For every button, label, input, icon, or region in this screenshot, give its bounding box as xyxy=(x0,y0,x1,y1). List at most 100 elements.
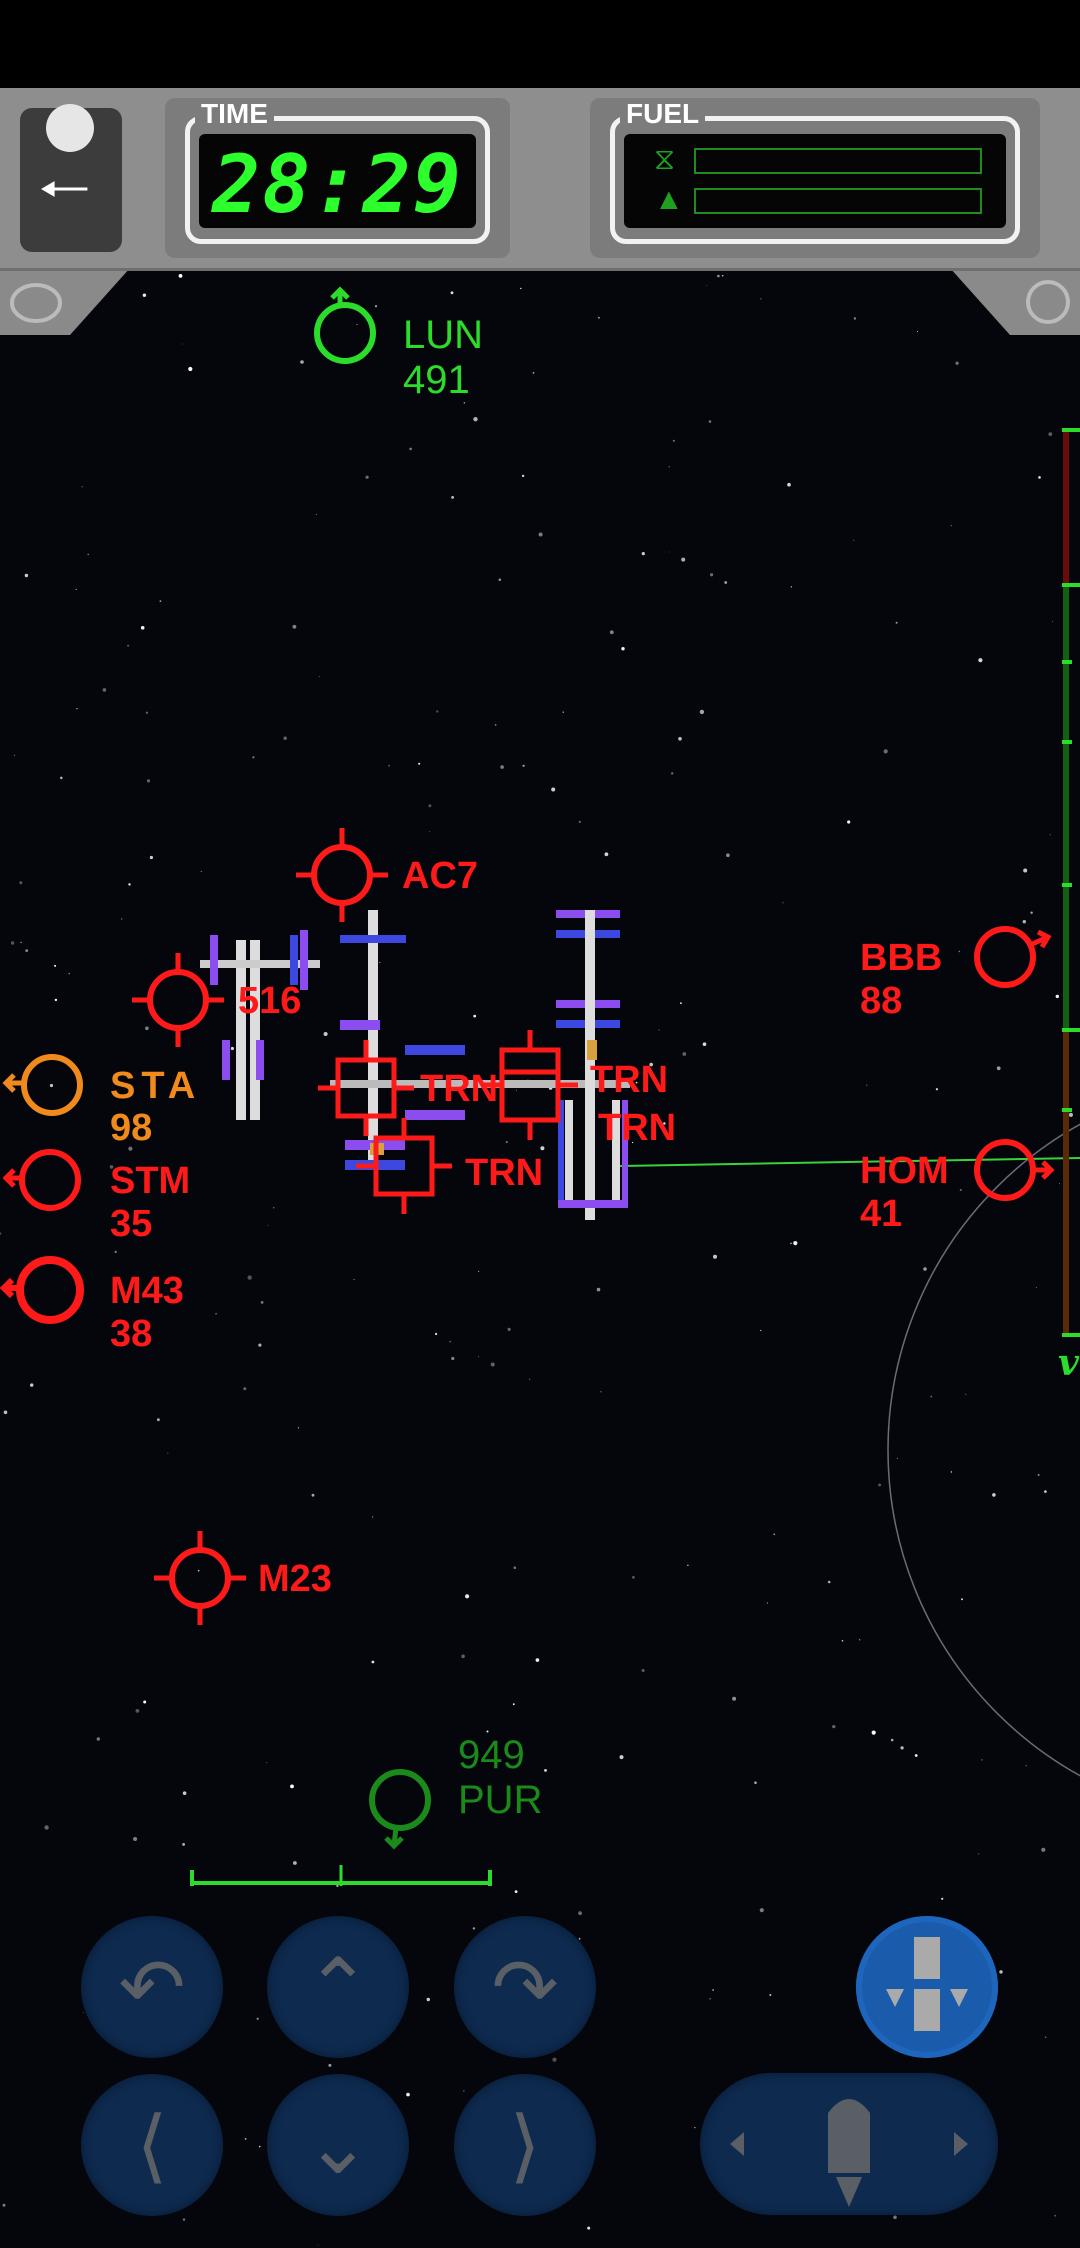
star xyxy=(297,1427,300,1429)
target-name: TRN xyxy=(598,1107,676,1149)
star xyxy=(709,1998,711,2000)
star xyxy=(578,1911,582,1916)
target-distance: 88 xyxy=(860,980,902,1022)
space-station-left xyxy=(200,930,320,1120)
crosshair-icon[interactable] xyxy=(1026,280,1070,324)
star xyxy=(375,305,377,308)
target-name: AC7 xyxy=(402,855,478,897)
translation-mode-button[interactable] xyxy=(856,1916,998,2058)
star xyxy=(498,578,502,581)
target-marker-sta[interactable]: STA 98 xyxy=(2,1054,201,1149)
pitch-up-button[interactable]: ⌃ xyxy=(267,1916,409,2058)
star xyxy=(981,1759,983,1761)
star xyxy=(260,1301,264,1304)
star xyxy=(663,1122,666,1125)
star xyxy=(181,343,183,345)
target-name: PUR xyxy=(458,1778,542,1822)
star xyxy=(621,647,625,651)
roll-left-button[interactable]: ↶ xyxy=(81,1916,223,2058)
target-marker-m43[interactable]: M43 38 xyxy=(0,1256,184,1355)
star xyxy=(721,274,724,277)
star xyxy=(133,1837,138,1841)
star xyxy=(710,573,714,577)
gauge-label: v xyxy=(1058,1342,1080,1384)
target-marker-ac7[interactable]: AC7 xyxy=(296,828,478,922)
target-marker-trn-1[interactable]: TRN xyxy=(318,1040,498,1136)
target-marker-hom[interactable]: HOM 41 xyxy=(860,1139,1055,1235)
target-marker-m23[interactable]: M23 xyxy=(154,1531,332,1625)
target-marker-lun[interactable]: LUN 491 xyxy=(314,286,483,402)
target-distance: 491 xyxy=(403,358,470,402)
star xyxy=(619,1755,624,1760)
target-marker-pur[interactable]: 949 PUR xyxy=(369,1733,542,1850)
star xyxy=(1038,476,1041,479)
star xyxy=(1022,920,1026,924)
star xyxy=(157,1418,160,1422)
star xyxy=(1052,620,1054,623)
target-reticle-icon xyxy=(974,926,1036,988)
star xyxy=(521,474,525,478)
star xyxy=(694,2127,696,2129)
chevron-up-icon: ⌃ xyxy=(304,1942,372,2032)
star xyxy=(25,949,29,952)
star xyxy=(449,1340,452,1343)
star xyxy=(859,1639,861,1641)
star xyxy=(1030,911,1033,914)
star xyxy=(256,2017,259,2021)
star xyxy=(529,1378,531,1380)
target-distance: 38 xyxy=(110,1313,152,1355)
target-marker-trn-2[interactable]: TRN xyxy=(482,1030,668,1140)
star xyxy=(766,1602,768,1604)
star xyxy=(827,1580,831,1584)
target-marker-bbb[interactable]: BBB 88 xyxy=(860,926,1052,1022)
star xyxy=(853,539,855,541)
star xyxy=(871,1730,876,1735)
star xyxy=(182,2218,186,2221)
roll-right-button[interactable]: ↷ xyxy=(454,1916,596,2058)
target-name: STM xyxy=(110,1160,190,1202)
star xyxy=(200,870,202,872)
target-reticle-icon xyxy=(369,1769,431,1831)
star xyxy=(317,2244,319,2246)
chevron-right-icon: ⟩ xyxy=(509,2100,541,2190)
star xyxy=(878,1483,881,1487)
star xyxy=(717,274,720,278)
star xyxy=(535,1658,540,1662)
star xyxy=(635,1081,638,1084)
star xyxy=(230,1046,234,1051)
thrust-slider[interactable] xyxy=(700,2073,998,2215)
target-reticle-icon xyxy=(314,302,376,364)
back-button[interactable]: 🠐 xyxy=(20,104,122,252)
star xyxy=(832,1725,836,1729)
target-marker-stm[interactable]: STM 35 xyxy=(2,1149,190,1245)
star xyxy=(713,1254,717,1259)
space-station-right xyxy=(556,910,628,1220)
star xyxy=(702,1042,707,1046)
main-fuel-bar xyxy=(694,188,982,214)
star xyxy=(678,737,682,741)
target-marker-trn-3[interactable]: TRN xyxy=(598,1107,676,1149)
yaw-left-button[interactable]: ⟨ xyxy=(81,2074,223,2216)
target-toggle-panel xyxy=(950,268,1080,335)
target-name: M23 xyxy=(258,1558,332,1600)
star xyxy=(978,1853,980,1855)
star xyxy=(140,626,145,630)
yaw-right-button[interactable]: ⟩ xyxy=(454,2074,596,2216)
star xyxy=(841,1640,844,1642)
eye-icon[interactable] xyxy=(10,283,62,323)
target-marker-516[interactable]: 516 xyxy=(132,953,301,1047)
star xyxy=(463,2090,465,2092)
star xyxy=(49,1083,54,1088)
star xyxy=(658,1029,660,1031)
star xyxy=(883,749,888,754)
star xyxy=(267,1224,269,1226)
star xyxy=(252,756,255,759)
target-name: HOM xyxy=(860,1150,949,1192)
star xyxy=(552,2057,557,2062)
target-marker-trn-4[interactable]: TRN xyxy=(356,1118,543,1214)
pitch-down-button[interactable]: ⌄ xyxy=(267,2074,409,2216)
star xyxy=(418,762,421,765)
star xyxy=(955,361,959,365)
